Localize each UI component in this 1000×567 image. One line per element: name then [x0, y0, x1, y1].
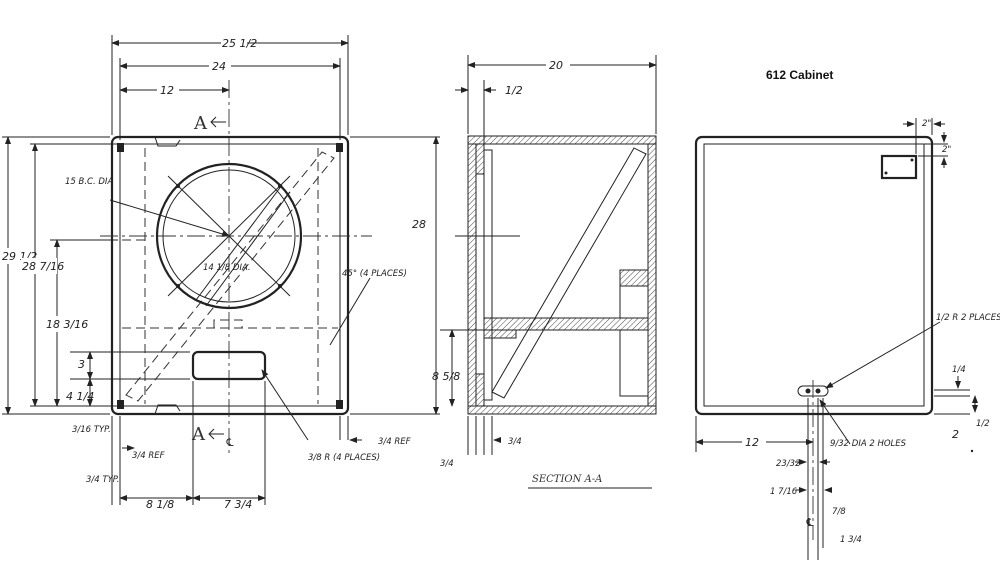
dim-small: 3/4	[440, 459, 454, 469]
dim-typ-small: 3/16 TYP.	[72, 425, 111, 435]
angle-note: 45° (4 PLACES)	[342, 269, 407, 279]
drawing-title: 612 Cabinet	[766, 68, 833, 82]
rear-dim-center: 12	[745, 436, 759, 449]
centerline-mark-rear: ℄	[805, 516, 815, 529]
dim-ref-left: 3/4 REF	[132, 451, 165, 461]
dim-typ-left: 3/4 TYP.	[86, 475, 119, 485]
rear-dim-v1: 23/32	[776, 459, 801, 469]
rear-panel-inner	[703, 143, 925, 407]
front-panel-outline	[110, 135, 350, 416]
front-view: A A ℄ 25 1/2 24 12 29 1/2 28 7/16 18 3/1…	[1, 35, 440, 511]
dim-port-a: 3	[78, 358, 85, 371]
section-front-baffle	[467, 143, 477, 407]
dim-thickness: 3/4	[508, 437, 522, 447]
dim-ref-right: 3/4 REF	[378, 437, 411, 447]
dim-front-offset: 1/2	[505, 84, 523, 97]
section-top-panel	[467, 135, 657, 145]
rear-dim-v3: 7/8	[832, 507, 846, 517]
dim-port-b: 4 1/4	[66, 390, 94, 403]
section-mark-bottom: A	[191, 424, 206, 445]
dim-bottom-left: 8 1/8	[146, 498, 174, 511]
section-back-panel	[647, 143, 657, 407]
dim-overall-width: 25 1/2	[222, 37, 257, 50]
dim-height-28: 28	[412, 218, 426, 231]
holes-note: 9/32 DIA 2 HOLES	[830, 439, 907, 449]
section-view: 20 1/2 8 5/8 3/4 3/4 SECTION A-A	[432, 55, 657, 489]
section-bottom-panel	[467, 405, 657, 415]
dim-inner-width: 24	[212, 60, 226, 73]
bc-dia-note: 15 B.C. DIA	[65, 177, 113, 187]
rear-dim-right-2: 1/2	[976, 419, 990, 429]
rear-dim-v4: 1 3/4	[840, 535, 862, 545]
dim-plate-h: 2"	[942, 145, 951, 155]
centerline-mark-front: ℄	[225, 436, 235, 449]
front-panel-inner	[119, 143, 341, 407]
rear-view: 2" 2" 1/2 R 2 PLACES 9/32 DIA 2 HOLES 12…	[694, 118, 1000, 560]
rear-dim-right-1: 1/4	[952, 365, 966, 375]
rear-dim-right-3: 2	[952, 428, 959, 441]
port-opening	[191, 350, 267, 381]
dim-hole-center-height: 18 3/16	[46, 318, 88, 331]
section-label: SECTION A-A	[532, 474, 602, 485]
rear-plate	[880, 154, 918, 180]
radius-note: 3/8 R (4 PLACES)	[308, 453, 380, 463]
hole-dia-note: 14 1/8 DIA.	[203, 263, 251, 273]
dim-shelf-height: 8 5/8	[432, 370, 460, 383]
rear-panel-outline	[694, 135, 934, 416]
dim-center: 12	[160, 84, 174, 97]
dim-bottom-right: 7 3/4	[224, 498, 252, 511]
dim-depth: 20	[549, 59, 563, 72]
dim-plate-w: 2"	[922, 119, 931, 129]
rear-dim-v2: 1 7/16	[770, 487, 798, 497]
rear-radius-note: 1/2 R 2 PLACES	[936, 313, 1000, 323]
section-mark-top: A	[193, 113, 208, 134]
dim-inner-height: 28 7/16	[22, 260, 64, 273]
section-shelf	[483, 317, 649, 331]
